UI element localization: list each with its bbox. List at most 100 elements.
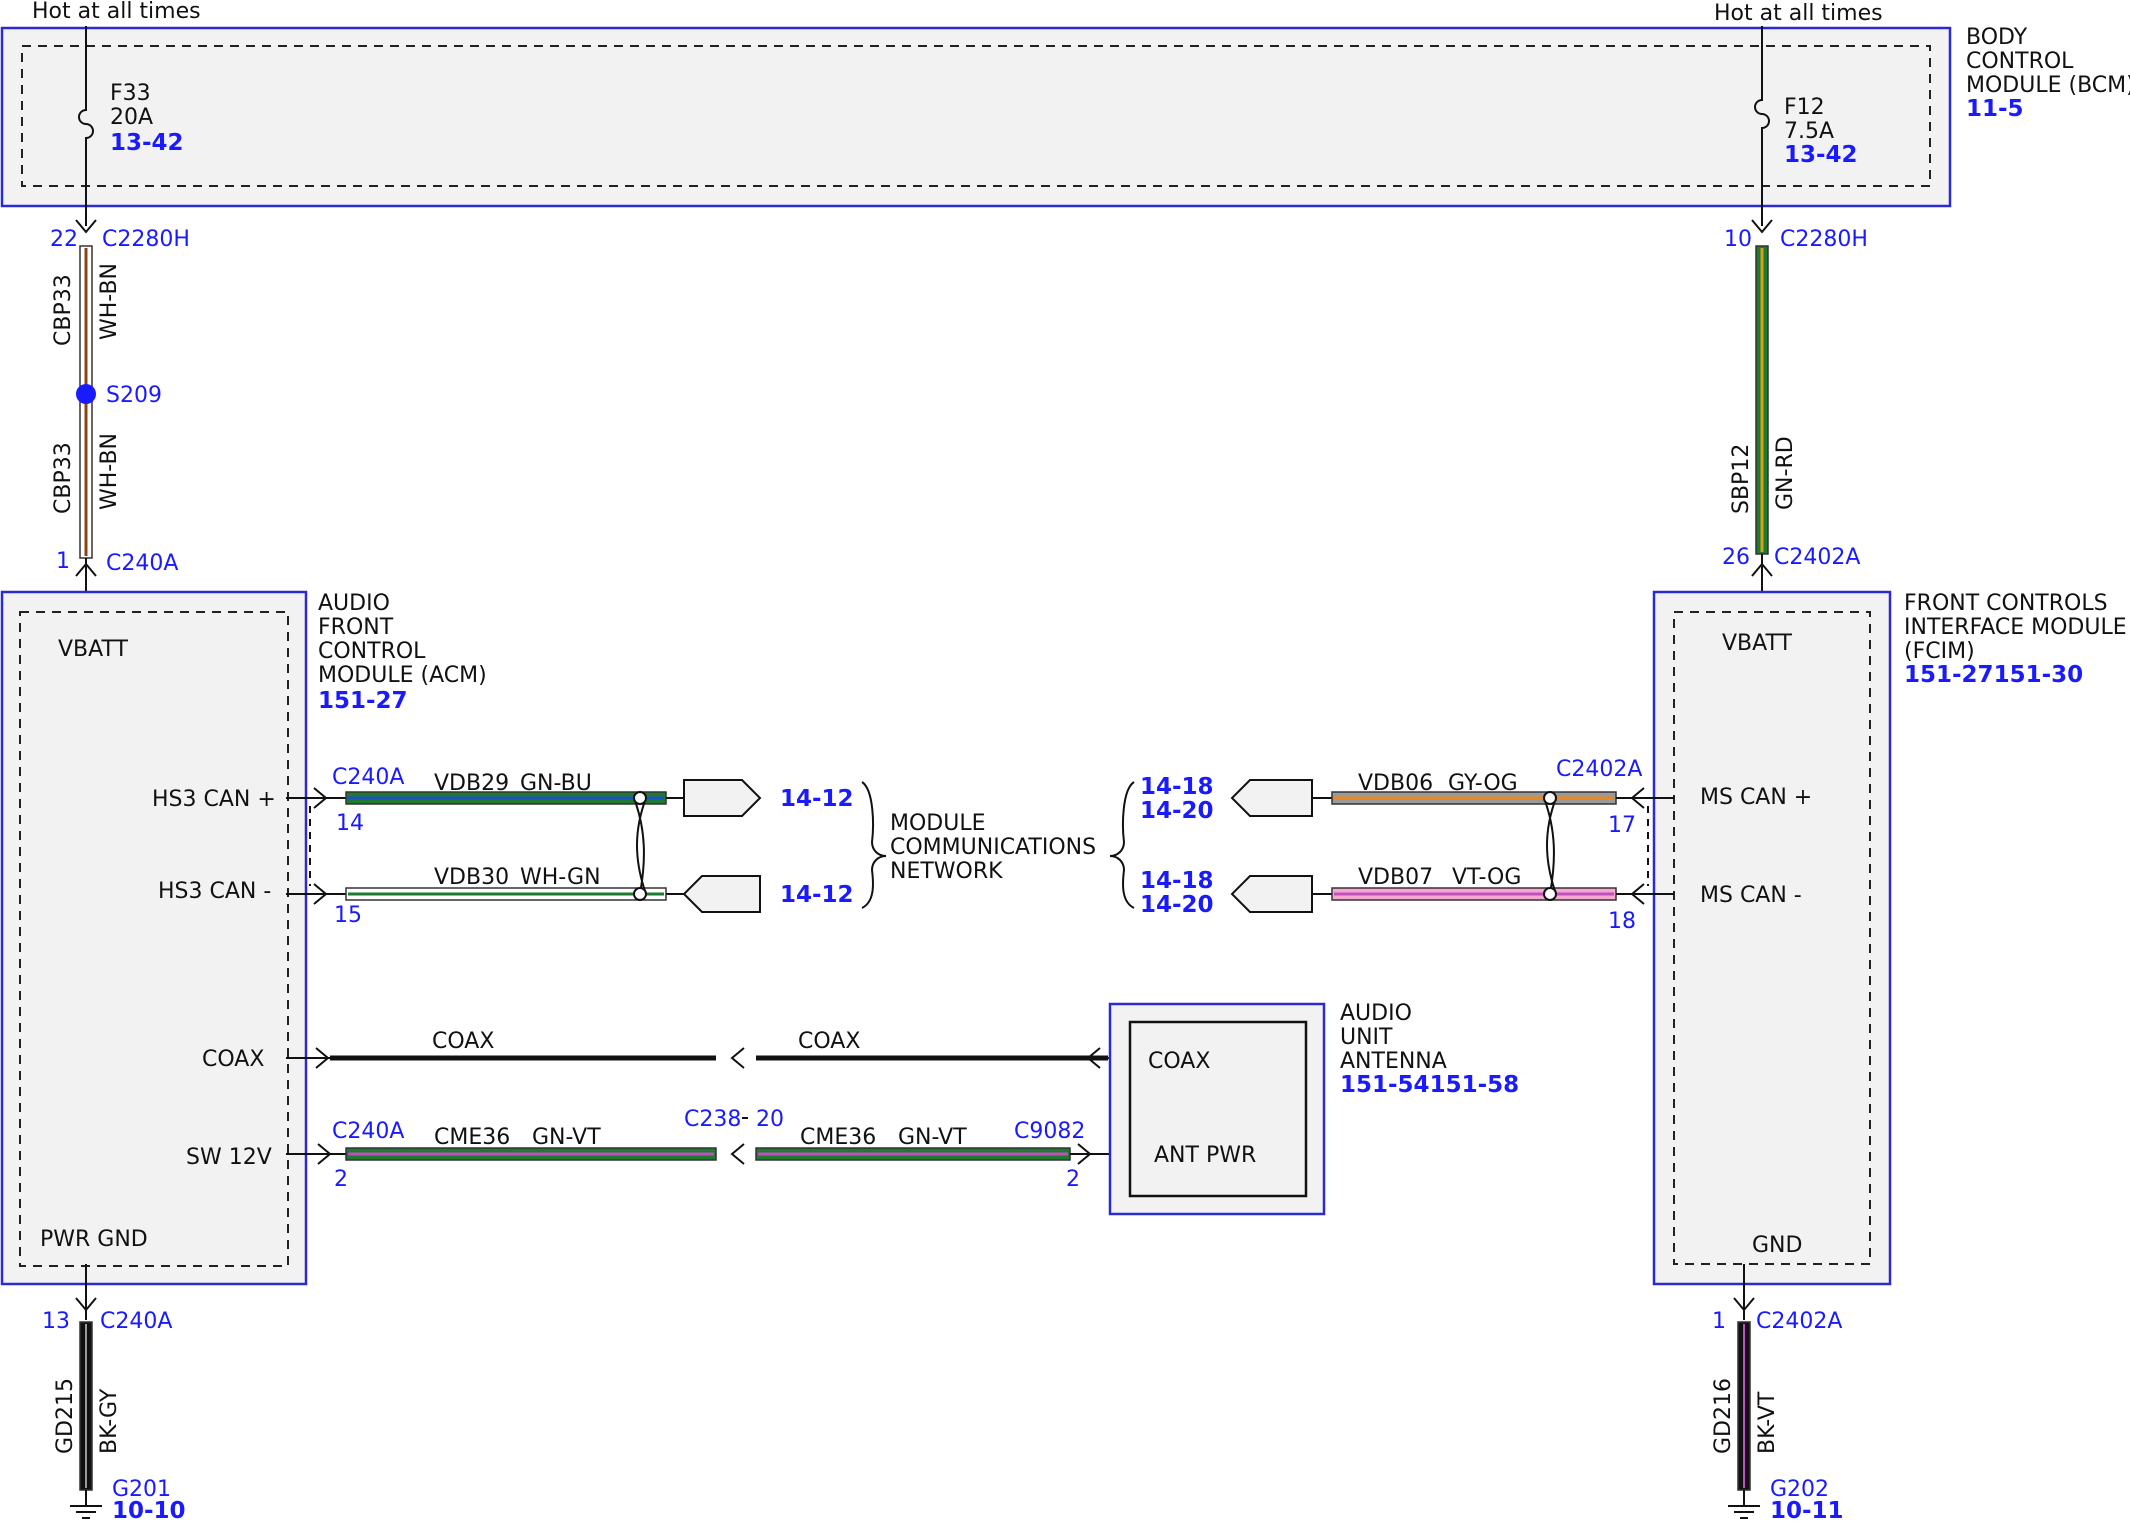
wire-cbp33-a-color: WH-BN xyxy=(97,263,122,340)
ground-g201-name: G201 xyxy=(112,1477,171,1502)
bcm-ref[interactable]: 11-5 xyxy=(1966,96,2024,122)
network-line-3: NETWORK xyxy=(890,859,1003,884)
fuse-f12-id: F12 xyxy=(1784,95,1825,120)
wire-sbp12-circuit: SBP12 xyxy=(1729,444,1754,514)
fcim-ref[interactable]: 151-27151-30 xyxy=(1904,662,2083,688)
page-ref-fcim-can-minus-2[interactable]: 14-20 xyxy=(1140,892,1214,918)
acm-box xyxy=(0,590,308,1286)
acm-sw-connector[interactable]: C240A xyxy=(332,1119,404,1144)
acm-sw12v-arrow xyxy=(317,1143,332,1165)
fcim-can-connector[interactable]: C2402A xyxy=(1556,757,1642,782)
fcim-box xyxy=(1652,590,1892,1286)
wire-gd216[interactable] xyxy=(1737,1321,1751,1491)
acm-inner-dash xyxy=(19,611,289,1267)
antenna-pin-coax: COAX xyxy=(1148,1049,1210,1074)
fcim-inner-dash xyxy=(1673,611,1871,1265)
fcim-pin-can-minus: MS CAN - xyxy=(1700,883,1802,908)
connector-c13-name[interactable]: C240A xyxy=(100,1309,172,1334)
acm-can-minus-arrow xyxy=(313,883,328,905)
wire-cbp33-b-circuit: CBP33 xyxy=(51,442,76,514)
connector-c10-name[interactable]: C2280H xyxy=(1780,227,1868,252)
acm-can-pin-plus: 14 xyxy=(336,811,364,836)
fuse-f12-line xyxy=(1754,26,1770,226)
wire-gd216-circuit: GD216 xyxy=(1711,1378,1736,1454)
power-label-left: Hot at all times xyxy=(32,0,201,24)
acm-ref[interactable]: 151-27 xyxy=(318,688,408,714)
network-brace-left xyxy=(861,781,887,909)
inline-c238-arrow xyxy=(730,1143,745,1165)
wire-cbp33-lower[interactable] xyxy=(79,397,93,559)
acm-can-minus-continuation-icon[interactable] xyxy=(682,875,761,913)
acm-pin-can-plus: HS3 CAN + xyxy=(152,787,276,812)
bcm-name-1: BODY xyxy=(1966,25,2028,50)
page-ref-acm-can-plus[interactable]: 14-12 xyxy=(780,786,854,812)
connector-c10-pin: 10 xyxy=(1724,227,1752,252)
network-line-2: COMMUNICATIONS xyxy=(890,835,1096,860)
antenna-coax-arrow xyxy=(1086,1047,1101,1069)
page-ref-acm-can-minus[interactable]: 14-12 xyxy=(780,882,854,908)
connector-c1-name[interactable]: C240A xyxy=(106,551,178,576)
page-ref-fcim-can-minus-1[interactable]: 14-18 xyxy=(1140,868,1214,894)
wire-cbp33-upper[interactable] xyxy=(79,245,93,393)
acm-name-2: FRONT xyxy=(318,615,394,640)
fcim-can-minus-continuation-icon[interactable] xyxy=(1230,875,1313,913)
acm-sw-pin: 2 xyxy=(334,1167,348,1192)
acm-name-3: CONTROL xyxy=(318,639,426,664)
connector-c1b-name[interactable]: C2402A xyxy=(1756,1309,1842,1334)
wire-cme36-a[interactable] xyxy=(345,1147,717,1161)
connector-c1-pin: 1 xyxy=(56,549,70,574)
acm-twisted-pair-icon xyxy=(633,797,647,895)
fuse-f33-line xyxy=(78,26,94,226)
acm-can-pin-minus: 15 xyxy=(334,903,362,928)
wire-gd215[interactable] xyxy=(79,1321,93,1491)
splice-s209-dot[interactable] xyxy=(76,384,96,404)
fcim-name-2: INTERFACE MODULE xyxy=(1904,615,2127,640)
acm-can-plus-continuation-icon[interactable] xyxy=(683,779,762,817)
antenna-connector-name[interactable]: C9082 xyxy=(1014,1119,1085,1144)
acm-can-connector[interactable]: C240A xyxy=(332,765,404,790)
fcim-can-plus-continuation-icon[interactable] xyxy=(1230,779,1313,817)
acm-pin-can-minus: HS3 CAN - xyxy=(158,879,271,904)
connector-c26-name[interactable]: C2402A xyxy=(1774,545,1860,570)
connector-c2402a-gnd-arrow xyxy=(1733,1297,1755,1312)
fcim-pin-vbatt: VBATT xyxy=(1722,631,1793,656)
acm-pin-vbatt: VBATT xyxy=(58,637,129,662)
connector-c22-name[interactable]: C2280H xyxy=(102,227,190,252)
antenna-name-3: ANTENNA xyxy=(1340,1049,1447,1074)
ground-g202-ref[interactable]: 10-11 xyxy=(1770,1498,1844,1522)
connector-c240a-gnd-arrow xyxy=(75,1297,97,1312)
acm-pin-sw12v: SW 12V xyxy=(186,1145,272,1170)
wire-sbp12[interactable] xyxy=(1755,245,1769,555)
wire-vdb30[interactable] xyxy=(345,887,667,901)
ground-g202-name: G202 xyxy=(1770,1477,1829,1502)
acm-name-4: MODULE (ACM) xyxy=(318,663,487,688)
wire-vdb29-color: GN-BU xyxy=(520,771,592,796)
network-brace-right xyxy=(1109,781,1135,909)
wire-cme36-b-circuit: CME36 xyxy=(800,1125,876,1150)
inline-connector-name[interactable]: C238 xyxy=(684,1107,741,1132)
acm-can-plus-arrow xyxy=(313,787,328,809)
fcim-pin-can-plus: MS CAN + xyxy=(1700,785,1812,810)
page-ref-fcim-can-plus-1[interactable]: 14-18 xyxy=(1140,774,1214,800)
acm-name-1: AUDIO xyxy=(318,591,390,616)
wire-vdb06-circuit: VDB06 xyxy=(1358,771,1433,796)
bcm-box xyxy=(0,26,1952,208)
wire-sbp12-color: GN-RD xyxy=(1773,436,1798,510)
antenna-inner-box xyxy=(1128,1020,1308,1198)
antenna-pin-ant-pwr: ANT PWR xyxy=(1154,1143,1256,1168)
wire-vdb06-color: GY-OG xyxy=(1448,771,1518,796)
antenna-ref[interactable]: 151-54151-58 xyxy=(1340,1072,1519,1098)
wire-cme36-b-color: GN-VT xyxy=(898,1125,967,1150)
ground-g201-ref[interactable]: 10-10 xyxy=(112,1498,186,1522)
connector-c2280h-left-arrow xyxy=(75,219,97,234)
fuse-f12-ref[interactable]: 13-42 xyxy=(1784,142,1858,168)
fcim-can-pin-minus: 18 xyxy=(1608,909,1636,934)
wire-gd216-color: BK-VT xyxy=(1755,1391,1780,1454)
fuse-f33-ref[interactable]: 13-42 xyxy=(110,130,184,156)
connector-c2280h-right-arrow xyxy=(1751,219,1773,234)
page-ref-fcim-can-plus-2[interactable]: 14-20 xyxy=(1140,798,1214,824)
wire-cbp33-a-circuit: CBP33 xyxy=(51,274,76,346)
acm-coax-arrow xyxy=(315,1047,330,1069)
antenna-name-1: AUDIO xyxy=(1340,1001,1412,1026)
inline-coax-arrow xyxy=(730,1047,745,1069)
